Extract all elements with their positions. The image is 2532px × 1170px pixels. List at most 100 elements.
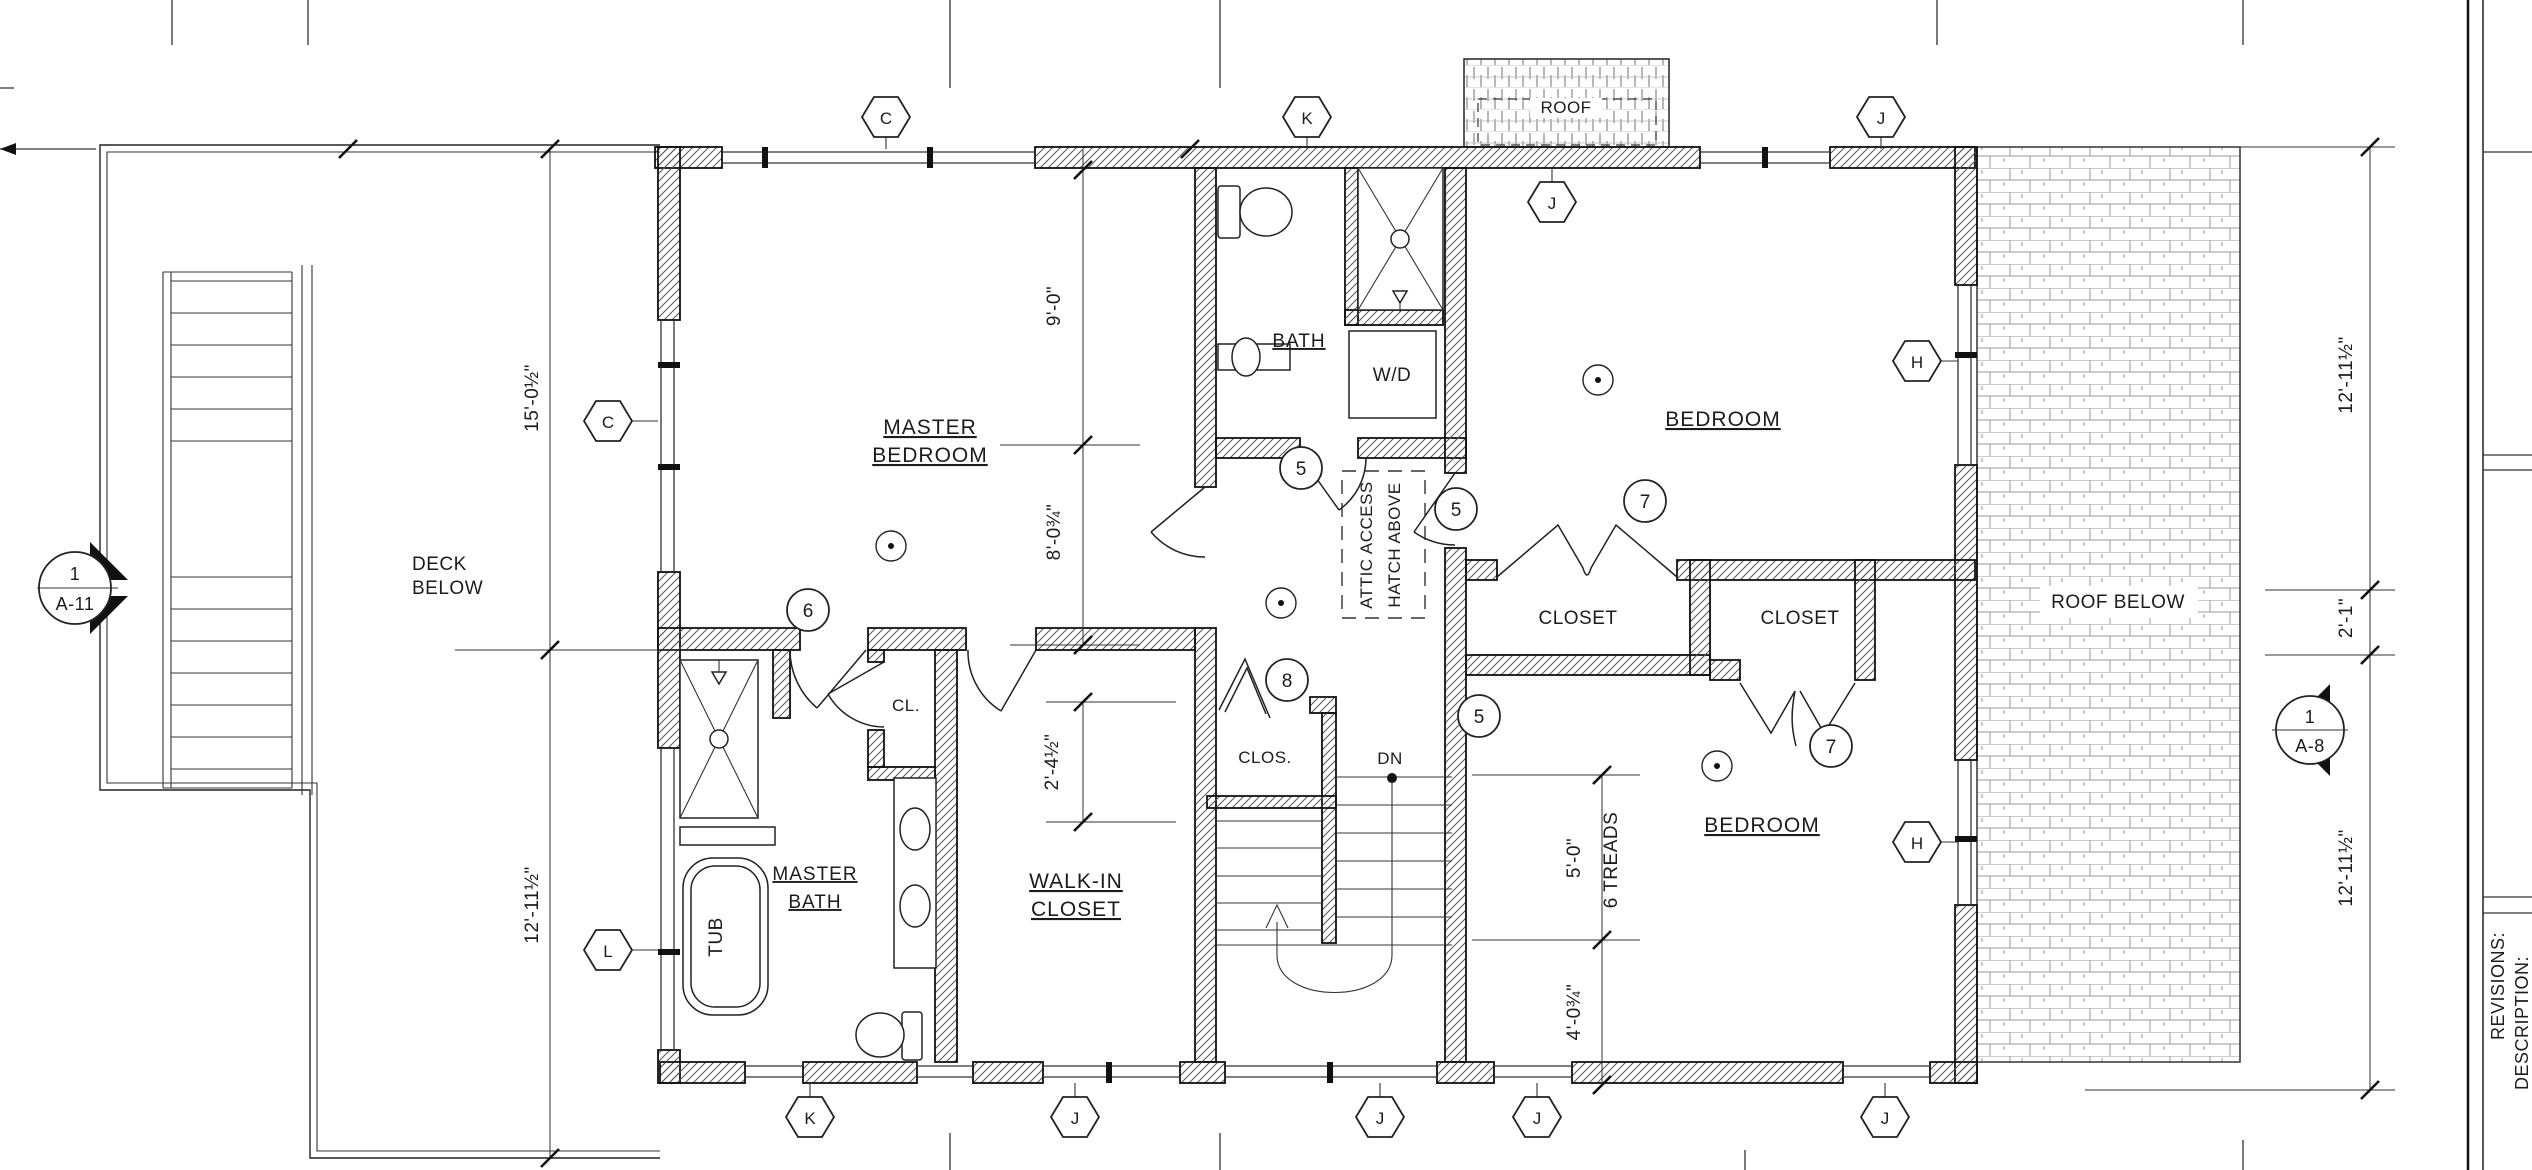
master-tub: TUB	[682, 857, 769, 1016]
dim-5-0: 5'-0"	[1564, 838, 1585, 878]
exterior-walls	[654, 146, 1978, 1084]
dim-left-lower: 12'-11½"	[522, 866, 543, 943]
section-marker-a8: 1 A-8	[2272, 684, 2348, 776]
grid-marker-top-j: J	[1855, 96, 1907, 138]
dim-9-0: 9'-0"	[1044, 286, 1065, 326]
deck-stairs	[162, 265, 313, 795]
master-bath-label-2: BATH	[788, 892, 841, 913]
keynote-circles: 6 5 5 5 8 7 7	[786, 446, 1853, 768]
grid-marker-interior-j: J	[1526, 181, 1578, 223]
walk-in-closet-label-2: CLOSET	[1031, 898, 1121, 921]
keynote-5c: 5	[1457, 694, 1501, 738]
tub-label: TUB	[706, 917, 727, 957]
svg-text:J: J	[1533, 1109, 1542, 1128]
grid-marker-bottom-j1: J	[1049, 1096, 1101, 1138]
sheet-border-lines	[0, 0, 2244, 1170]
grid-marker-left-c: C	[582, 400, 634, 442]
master-bedroom-label-2: BEDROOM	[872, 444, 988, 467]
svg-text:H: H	[1911, 834, 1923, 853]
grid-marker-left-l: L	[582, 929, 634, 971]
deck-below-label-1: DECK	[412, 554, 467, 575]
ceiling-light-icon	[1582, 364, 1614, 396]
svg-text:5: 5	[1474, 707, 1485, 728]
revisions-label: REVISIONS:	[2488, 932, 2508, 1040]
section-a8-number: 1	[2305, 707, 2316, 727]
dimensions: 15'-0½" 12'-11½" 9'-0" 8'-0¾" 2'-4½" 5'-…	[338, 137, 2395, 1168]
svg-text:J: J	[1881, 1109, 1890, 1128]
roof-below-label: ROOF BELOW	[2051, 592, 2185, 613]
master-shower	[679, 659, 776, 846]
grid-marker-top-c: C	[860, 96, 912, 138]
walk-in-closet-label-1: WALK-IN	[1029, 870, 1123, 893]
wd-label: W/D	[1373, 365, 1411, 386]
svg-text:7: 7	[1640, 492, 1651, 513]
dim-2-4: 2'-4½"	[1042, 734, 1063, 791]
grid-marker-bottom-k: K	[784, 1096, 836, 1138]
ceiling-light-icon	[875, 530, 907, 562]
grid-markers: C K J J C L H H K J J J J	[582, 96, 1958, 1138]
svg-text:C: C	[602, 413, 614, 432]
closet-bottom-label: CLOSET	[1760, 608, 1839, 629]
room-labels: MASTER BEDROOM BATH BEDROOM BEDROOM CLOS…	[412, 331, 1839, 921]
ceiling-light-icon	[1701, 750, 1733, 782]
doors	[789, 457, 1856, 747]
svg-text:K: K	[1301, 109, 1313, 128]
dim-6-treads: 6 TREADS	[1601, 812, 1622, 909]
svg-text:J: J	[1071, 1109, 1080, 1128]
svg-text:7: 7	[1826, 737, 1837, 758]
dim-right-mid: 2'-1"	[2336, 598, 2357, 638]
description-label: DESCRIPTION:	[2512, 956, 2532, 1090]
dim-4-0: 4'-0¾"	[1564, 984, 1585, 1041]
master-bedroom-label-1: MASTER	[883, 416, 977, 439]
interior-walls	[657, 167, 1976, 1063]
svg-text:L: L	[603, 942, 612, 961]
bedroom-top-label: BEDROOM	[1665, 408, 1781, 431]
svg-text:K: K	[804, 1109, 816, 1128]
dim-8-0: 8'-0¾"	[1044, 504, 1065, 561]
deck-below-outline	[99, 144, 660, 1159]
svg-text:J: J	[1877, 109, 1886, 128]
dim-right-upper: 12'-11½"	[2336, 336, 2357, 413]
windows	[658, 147, 1977, 1083]
svg-text:J: J	[1548, 194, 1557, 213]
section-a11-sheet: A-11	[56, 594, 95, 614]
grid-marker-top-k: K	[1281, 96, 1333, 138]
section-marker-a11: 1 A-11	[37, 542, 128, 634]
deck-below-label-2: BELOW	[412, 578, 483, 599]
dim-right-lower: 12'-11½"	[2336, 829, 2357, 906]
dim-left-upper: 15'-0½"	[522, 364, 543, 432]
section-a8-sheet: A-8	[2295, 736, 2325, 756]
svg-text:8: 8	[1282, 671, 1293, 692]
ceiling-light-icon	[1265, 587, 1297, 619]
title-block: REVISIONS: DESCRIPTION:	[2466, 0, 2532, 1170]
section-a11-number: 1	[70, 564, 81, 584]
attic-note-line2: HATCH ABOVE	[1385, 482, 1404, 607]
keynote-7a: 7	[1623, 479, 1667, 523]
bath-shower	[1357, 167, 1444, 312]
keynote-5b: 5	[1434, 487, 1478, 531]
roof-patch: ROOF	[1463, 58, 1670, 148]
svg-text:5: 5	[1451, 500, 1462, 521]
master-vanity	[893, 777, 937, 969]
keynote-5a: 5	[1279, 446, 1323, 490]
attic-access-note: ATTIC ACCESS HATCH ABOVE	[1341, 470, 1426, 619]
clos-label: CLOS.	[1238, 748, 1292, 767]
cl-label: CL.	[892, 696, 920, 715]
attic-note-line1: ATTIC ACCESS	[1357, 481, 1376, 609]
closet-top-label: CLOSET	[1538, 608, 1617, 629]
svg-text:C: C	[880, 109, 892, 128]
master-toilet	[855, 1011, 923, 1061]
dimension-ticks	[338, 137, 2380, 1168]
grid-marker-bottom-j3: J	[1511, 1096, 1563, 1138]
svg-text:6: 6	[803, 601, 814, 622]
bath-label: BATH	[1272, 331, 1325, 352]
master-bath-label-1: MASTER	[772, 864, 857, 885]
keynote-7b: 7	[1809, 724, 1853, 768]
svg-text:5: 5	[1296, 459, 1307, 480]
grid-marker-right-h2: H	[1891, 821, 1943, 863]
stairs-dn-label: DN	[1377, 749, 1403, 768]
svg-text:J: J	[1376, 1109, 1385, 1128]
dn-leader-dot	[1387, 773, 1397, 783]
grid-marker-right-h1: H	[1891, 340, 1943, 382]
